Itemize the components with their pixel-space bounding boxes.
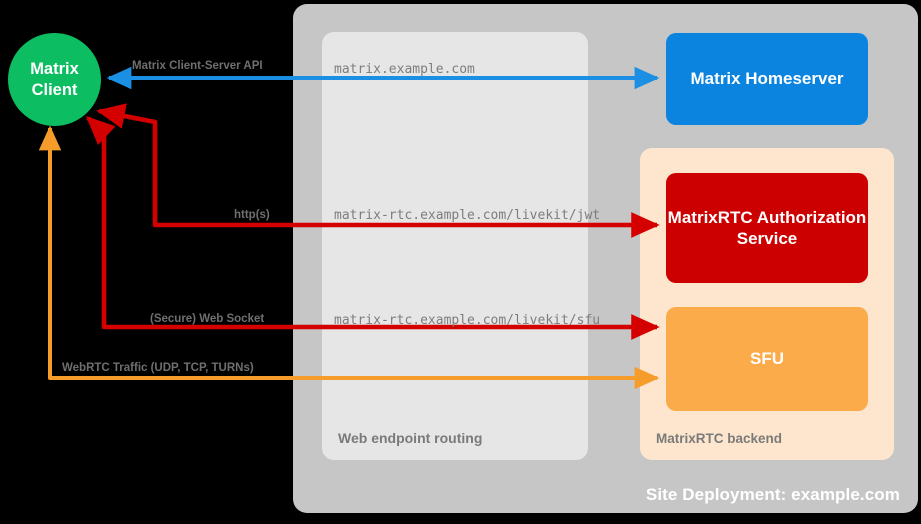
node-sfu[interactable]: SFU — [666, 307, 868, 411]
edge-label-http-jwt: http(s) — [234, 209, 270, 221]
endpoint-label-livekit-sfu: matrix-rtc.example.com/livekit/sfu — [334, 313, 601, 328]
site-deployment-label: Site Deployment: example.com — [645, 485, 900, 504]
endpoint-label-livekit-jwt: matrix-rtc.example.com/livekit/jwt — [334, 208, 601, 223]
matrix-homeserver-label: Matrix Homeserver — [690, 69, 844, 89]
node-matrixrtc-authorization-service[interactable]: MatrixRTC Authorization Service — [666, 173, 868, 283]
matrix-client-label-line2: Client — [31, 80, 78, 99]
matrix-client-label-line1: Matrix — [30, 60, 79, 79]
matrixrtc-backend-label: MatrixRTC backend — [656, 431, 783, 446]
node-matrix-homeserver[interactable]: Matrix Homeserver — [666, 33, 868, 125]
edge-label-secure-websocket: (Secure) Web Socket — [150, 313, 265, 325]
node-matrix-client[interactable]: Matrix Client — [8, 33, 101, 126]
sfu-label: SFU — [750, 349, 784, 369]
web-endpoint-routing-label: Web endpoint routing — [338, 430, 483, 446]
endpoint-label-matrix-example-com: matrix.example.com — [334, 62, 475, 77]
matrixrtc-authorization-service-label: MatrixRTC Authorization Service — [667, 207, 867, 248]
web-endpoint-routing-container: Web endpoint routing — [322, 32, 588, 460]
edge-label-client-server-api: Matrix Client-Server API — [132, 60, 263, 72]
edge-label-webrtc-traffic: WebRTC Traffic (UDP, TCP, TURNs) — [62, 362, 254, 374]
